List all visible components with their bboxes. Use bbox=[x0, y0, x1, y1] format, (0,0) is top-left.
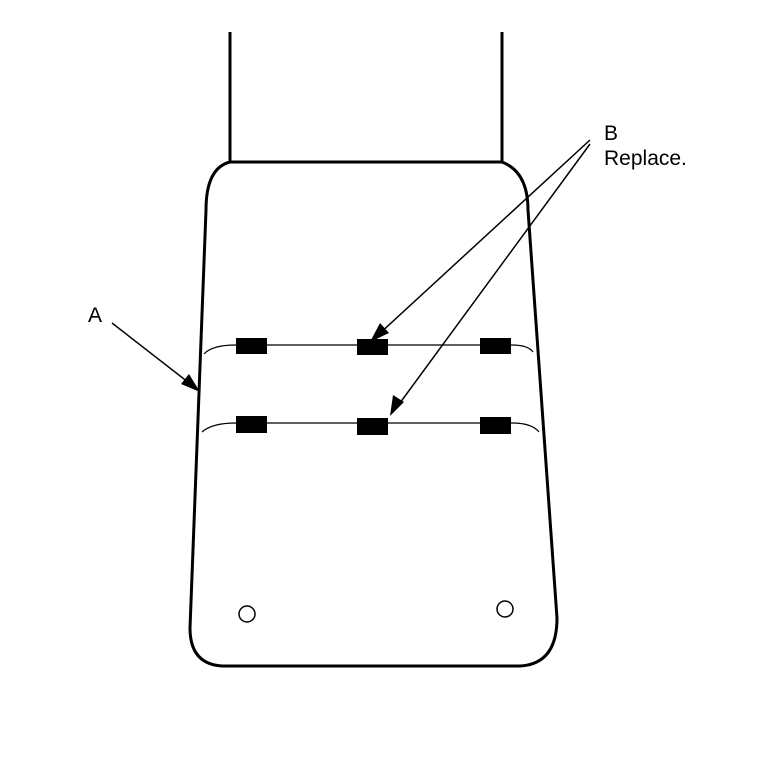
seat-back-frame bbox=[188, 160, 559, 668]
upper-wire bbox=[203, 338, 534, 355]
lower-wire bbox=[201, 416, 540, 435]
clip-lower-right bbox=[480, 417, 511, 434]
callout-b-arrowhead-lower bbox=[390, 395, 404, 416]
callout-a-label: A bbox=[88, 304, 102, 327]
clip-upper-right bbox=[480, 338, 511, 354]
clip-upper-center bbox=[357, 339, 388, 355]
callout-b-arrowhead-upper bbox=[370, 323, 389, 342]
support-rods bbox=[228, 32, 504, 162]
clip-upper-left bbox=[236, 338, 267, 354]
mounting-hole-right bbox=[496, 600, 514, 618]
callout-b-label: B bbox=[604, 122, 618, 145]
callout-b-note: Replace. bbox=[604, 147, 687, 170]
clip-lower-center bbox=[357, 418, 388, 435]
clip-lower-left bbox=[236, 416, 267, 433]
callout-a-arrowhead bbox=[181, 374, 200, 392]
callout-a-leader bbox=[111, 322, 200, 392]
mounting-hole-left bbox=[238, 605, 256, 623]
callout-b-leaders bbox=[370, 139, 591, 416]
